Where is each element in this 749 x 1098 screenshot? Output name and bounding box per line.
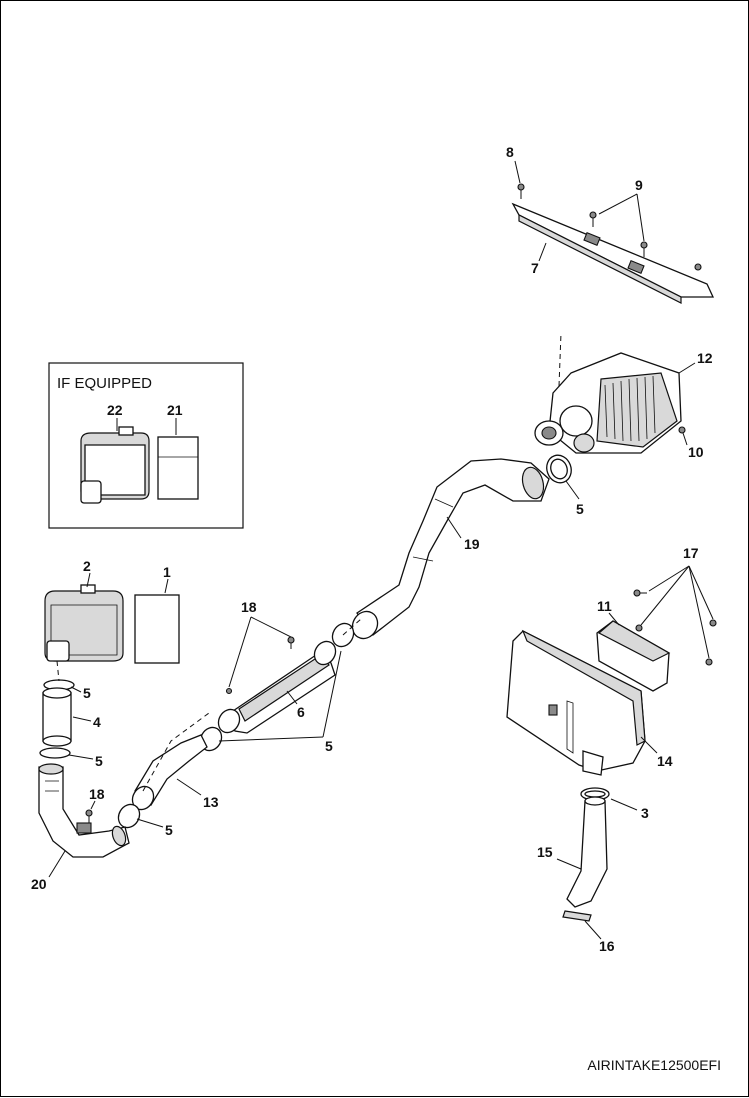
clamp-5-lower-left xyxy=(39,747,71,759)
duct-13 xyxy=(131,734,208,811)
callout-20: 20 xyxy=(31,876,47,892)
callout-14: 14 xyxy=(657,753,673,769)
foam-11 xyxy=(596,620,671,692)
callout-19: 19 xyxy=(464,536,480,552)
callout-5-airbox: 5 xyxy=(576,501,584,517)
inset-cover-22 xyxy=(80,426,150,504)
clamp-5-duct13 xyxy=(117,803,141,829)
cover-2 xyxy=(44,584,124,662)
bracket-7 xyxy=(511,202,715,304)
callout-9: 9 xyxy=(635,177,643,193)
callout-12: 12 xyxy=(697,350,713,366)
airbox-12 xyxy=(534,352,686,454)
callout-17: 17 xyxy=(683,545,699,561)
callout-5-resonator: 5 xyxy=(325,738,333,754)
diagram-code: AIRINTAKE12500EFI xyxy=(587,1057,721,1073)
callout-18-lower: 18 xyxy=(89,786,105,802)
callout-5-duct13: 5 xyxy=(165,822,173,838)
screw-8 xyxy=(517,183,525,199)
callout-22: 22 xyxy=(107,402,123,418)
screw-9 xyxy=(589,211,702,271)
elbow-20 xyxy=(38,763,130,858)
callout-5-lower-left: 5 xyxy=(95,753,103,769)
duct-19 xyxy=(351,458,550,640)
callout-5-upper-left: 5 xyxy=(83,685,91,701)
callout-10: 10 xyxy=(688,444,704,460)
inset-element-21 xyxy=(157,436,199,500)
cover-14 xyxy=(506,629,646,776)
screw-18-lower xyxy=(85,809,93,823)
element-1 xyxy=(134,594,180,664)
callout-6: 6 xyxy=(297,704,305,720)
tube-4 xyxy=(42,687,72,747)
clamp-5-airbox xyxy=(546,454,572,484)
cap-16 xyxy=(562,910,592,922)
resonator-6 xyxy=(217,640,337,734)
clamp-3 xyxy=(580,787,610,801)
callout-15: 15 xyxy=(537,844,553,860)
callout-13: 13 xyxy=(203,794,219,810)
inset-title: IF EQUIPPED xyxy=(57,375,152,392)
callout-8: 8 xyxy=(506,144,514,160)
duct-15 xyxy=(566,796,608,908)
callout-3: 3 xyxy=(641,805,649,821)
callout-7: 7 xyxy=(531,260,539,276)
callout-16: 16 xyxy=(599,938,615,954)
if-equipped-inset: IF EQUIPPED 22 21 xyxy=(48,362,244,529)
callout-2: 2 xyxy=(83,558,91,574)
callout-18-upper: 18 xyxy=(241,599,257,615)
callout-1: 1 xyxy=(163,564,171,580)
callout-21: 21 xyxy=(167,402,183,418)
callout-11: 11 xyxy=(597,598,612,614)
screws-17 xyxy=(633,589,717,666)
callout-4: 4 xyxy=(93,714,101,730)
